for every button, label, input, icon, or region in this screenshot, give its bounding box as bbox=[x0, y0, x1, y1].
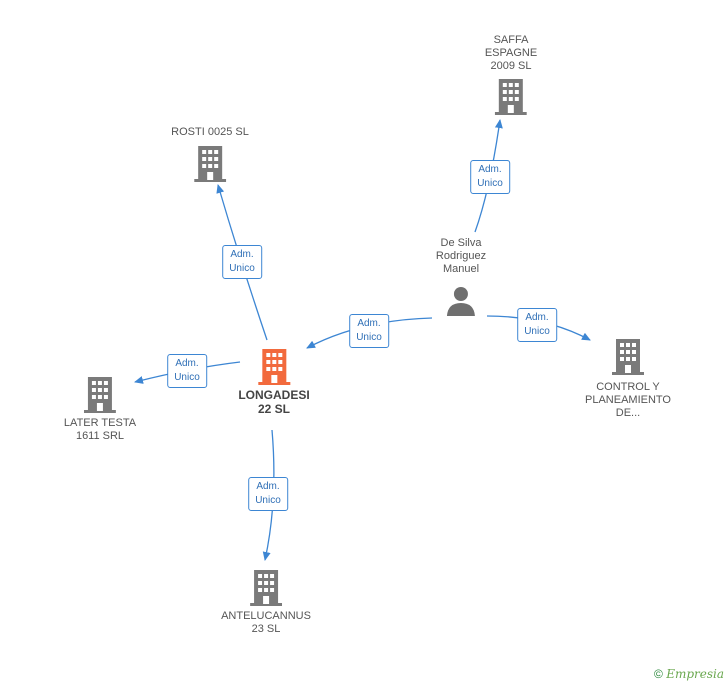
copyright-icon: © bbox=[654, 667, 663, 681]
edge-label-longadesi-later-testa: Adm. Unico bbox=[167, 354, 207, 388]
edge-label-line: Adm. bbox=[357, 318, 381, 329]
node-longadesi[interactable]: LONGADESI 22 SL bbox=[238, 349, 310, 416]
edge-label-line: Adm. bbox=[256, 481, 280, 492]
node-label: SAFFA ESPAGNE 2009 SL bbox=[484, 34, 538, 72]
edge-label-person-control: Adm. Unico bbox=[517, 308, 557, 342]
node-label: ANTELUCANNUS 23 SL bbox=[221, 610, 311, 635]
node-label: LONGADESI 22 SL bbox=[238, 388, 310, 416]
edge-label-line: Unico bbox=[477, 178, 503, 189]
edge-label-line: Adm. bbox=[478, 164, 502, 175]
node-label: De Silva Rodriguez Manuel bbox=[435, 237, 487, 275]
building-icon bbox=[495, 79, 527, 115]
node-person[interactable]: De Silva Rodriguez Manuel bbox=[436, 237, 486, 316]
node-label: CONTROL Y PLANEAMIENTO DE... bbox=[585, 381, 671, 419]
edge-label-line: Unico bbox=[229, 263, 255, 274]
building-icon bbox=[612, 339, 644, 375]
node-label: LATER TESTA 1611 SRL bbox=[63, 417, 137, 442]
building-icon bbox=[194, 146, 226, 182]
edge-label-person-saffa: Adm. Unico bbox=[470, 160, 510, 194]
node-antelucannus[interactable]: ANTELUCANNUS 23 SL bbox=[221, 570, 311, 636]
brand-logo: Empresia bbox=[666, 667, 724, 681]
edge-label-line: Unico bbox=[356, 332, 382, 343]
building-icon bbox=[249, 570, 282, 606]
edge-label-line: Unico bbox=[255, 495, 281, 506]
footer-credit[interactable]: © Empresia bbox=[654, 667, 724, 681]
node-saffa[interactable]: SAFFA ESPAGNE 2009 SL bbox=[485, 34, 537, 115]
building-icon bbox=[83, 377, 116, 413]
edge-label-longadesi-rosti: Adm. Unico bbox=[222, 245, 262, 279]
node-control[interactable]: CONTROL Y PLANEAMIENTO DE... bbox=[585, 339, 671, 420]
node-later-testa[interactable]: LATER TESTA 1611 SRL bbox=[64, 377, 136, 443]
edge-label-line: Unico bbox=[524, 326, 550, 337]
edge-label-line: Unico bbox=[174, 372, 200, 383]
person-icon bbox=[446, 287, 475, 316]
edge-label-person-longadesi: Adm. Unico bbox=[349, 314, 389, 348]
building-icon bbox=[258, 349, 290, 385]
node-rosti[interactable]: ROSTI 0025 SL bbox=[171, 126, 249, 182]
edge-label-longadesi-antelucannus: Adm. Unico bbox=[248, 477, 288, 511]
edge-label-line: Adm. bbox=[175, 358, 199, 369]
edge-label-line: Adm. bbox=[230, 249, 254, 260]
node-label: ROSTI 0025 SL bbox=[171, 126, 249, 138]
edge-label-line: Adm. bbox=[525, 312, 549, 323]
